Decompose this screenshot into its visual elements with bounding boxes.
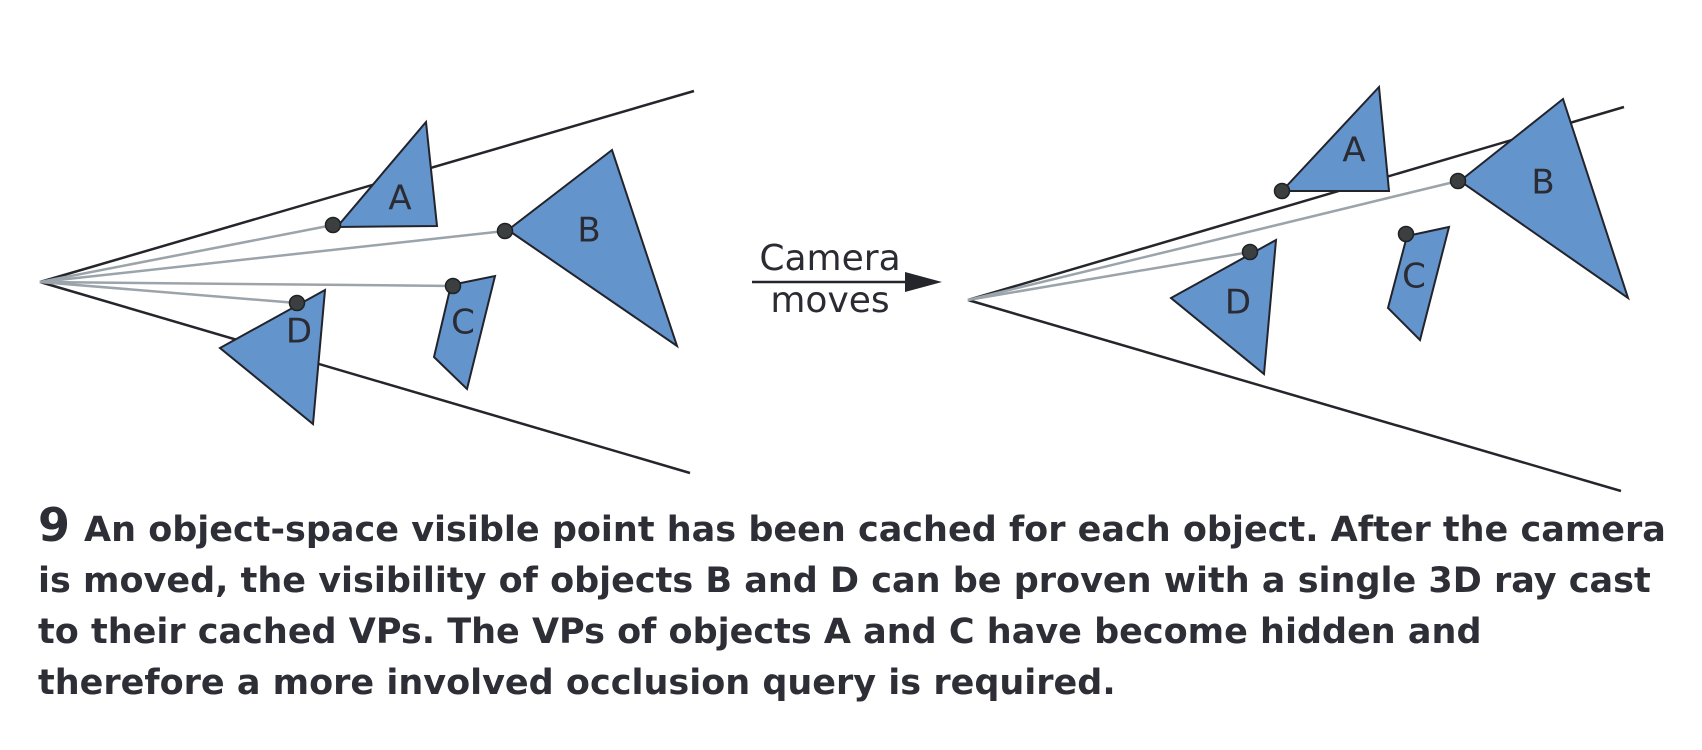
left-frustum-top-edge [39,89,695,284]
caption-text: An object-space visible point has been c… [38,510,1666,703]
right-label-B: B [1531,163,1554,203]
right-label-D: D [1225,283,1251,323]
right-visible-point-B [1449,172,1467,190]
left-frustum-bottom-edge [39,280,691,475]
right-scene: A B C D [967,84,1630,493]
left-scene: A B C D [39,89,695,475]
right-object-B [1458,97,1630,301]
right-object-C [1386,225,1451,342]
right-object-A [1279,84,1391,192]
right-label-A: A [1342,131,1365,171]
left-label-B: B [577,211,600,251]
right-visible-point-A [1273,182,1291,200]
camera-move-indicator: Camera moves [752,238,942,321]
camera-moves-arrow-head [905,272,942,292]
left-object-B [506,148,679,349]
caption-number: 9 [38,498,71,552]
right-visible-point-C [1397,225,1415,243]
left-label-D: D [286,312,312,352]
left-ray-B [39,229,506,284]
left-visible-point-A [324,216,342,234]
camera-move-diagram: A B C D Camera moves A B C D [39,84,1630,493]
left-label-A: A [388,179,411,219]
right-label-C: C [1402,257,1426,297]
left-ray-C [39,280,454,288]
right-visible-point-D [1241,243,1259,261]
left-visible-point-C [444,277,462,295]
right-frustum-bottom-edge [967,298,1622,493]
right-ray-D [967,250,1251,302]
camera-moves-label-line1: Camera [759,238,900,279]
left-object-A [334,119,439,229]
left-ray-A [39,223,334,284]
left-visible-point-B [496,222,514,240]
left-label-C: C [451,303,475,343]
camera-moves-label-line2: moves [770,280,889,321]
left-object-D [218,288,327,426]
left-object-C [432,274,497,391]
left-visible-point-D [288,294,306,312]
right-object-D [1169,238,1278,376]
left-ray-D [39,280,298,305]
right-ray-B [967,179,1459,302]
